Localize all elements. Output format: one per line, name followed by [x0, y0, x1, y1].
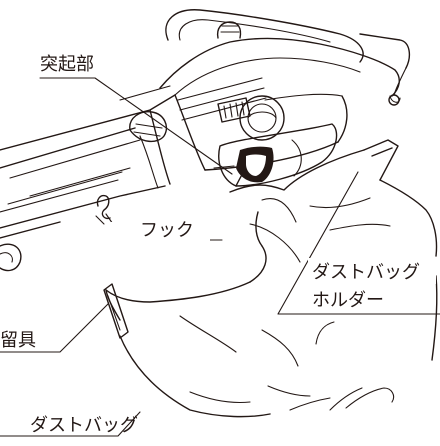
clip-leader [0, 303, 109, 353]
dust-bag-holder-label-line2: ホルダー [312, 290, 384, 311]
dust-bag-leader [0, 411, 141, 437]
hook-label: フック [140, 220, 194, 241]
protrusion-label: 突起部 [40, 54, 94, 75]
dust-bag-label: ダストバッグ [30, 415, 138, 436]
clip-label: 留具 [0, 330, 36, 351]
holder-leader [277, 171, 440, 315]
callout-labels: 突起部 フック ダストバッグ ホルダー 留具 ダストバッグ [0, 54, 436, 436]
dust-bag-illustration [103, 139, 438, 418]
leader-lines [0, 77, 440, 437]
blower-tool-illustration [0, 9, 411, 272]
dust-bag-holder-label-line1: ダストバッグ [312, 262, 420, 283]
protrusion-leader [39, 77, 233, 175]
